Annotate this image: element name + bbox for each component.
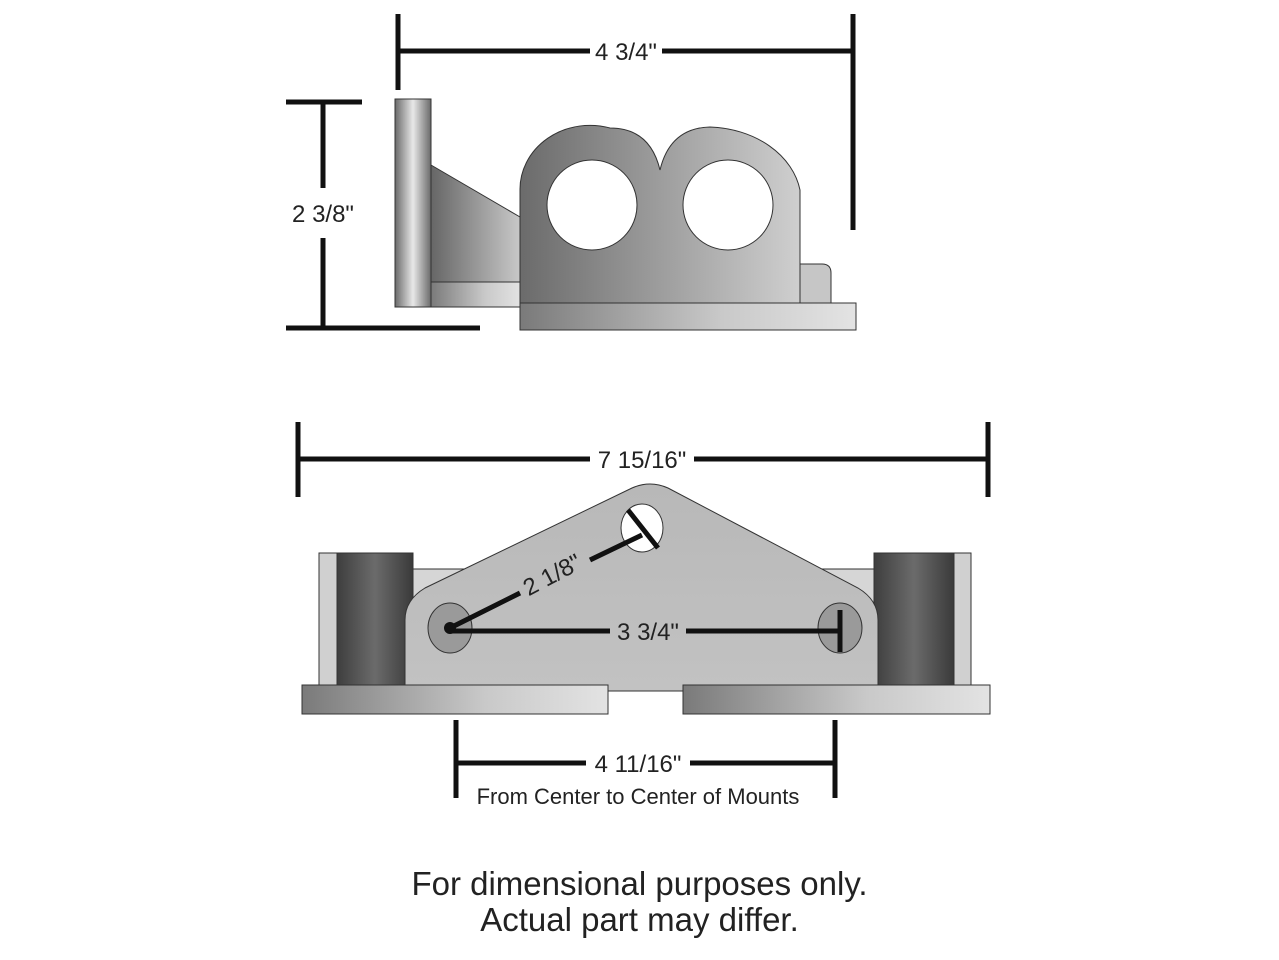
front-view: 7 15/16" 2 1/8" 3 3/4": [295, 422, 991, 809]
left-base-bar: [301, 684, 609, 715]
width-dimension-line: [395, 14, 856, 230]
triangle-mount-plate: [404, 483, 879, 692]
mount-spacing-dimension-line: [453, 720, 838, 798]
width-label: 4 3/4": [595, 39, 657, 66]
height-label: 2 3/8": [292, 201, 354, 228]
base-bar: [519, 302, 857, 331]
overall-width-dimension-line: [295, 422, 991, 497]
base-strip: [430, 281, 522, 308]
lug-hole-right: [682, 159, 774, 251]
overall-width-label: 7 15/16": [598, 447, 687, 474]
side-view: 4 3/4" 2 3/8": [286, 14, 857, 331]
disclaimer-line-1: For dimensional purposes only.: [411, 865, 868, 902]
rear-tab: [799, 263, 832, 304]
diagonal-dimension-line: [448, 508, 660, 631]
disclaimer-line-2: Actual part may differ.: [480, 901, 799, 938]
vertical-plate: [394, 98, 432, 308]
height-dimension-line: [286, 99, 480, 331]
lug-hole-left: [546, 159, 638, 251]
mount-spacing-note: From Center to Center of Mounts: [477, 784, 800, 809]
hole-spacing-dimension-line: [450, 610, 843, 652]
mount-spacing-label: 4 11/16": [595, 751, 682, 778]
right-bushing: [873, 552, 955, 692]
hole-spacing-label: 3 3/4": [617, 619, 679, 646]
gusset: [430, 164, 521, 283]
right-base-bar: [682, 684, 991, 715]
left-bushing: [336, 552, 414, 692]
